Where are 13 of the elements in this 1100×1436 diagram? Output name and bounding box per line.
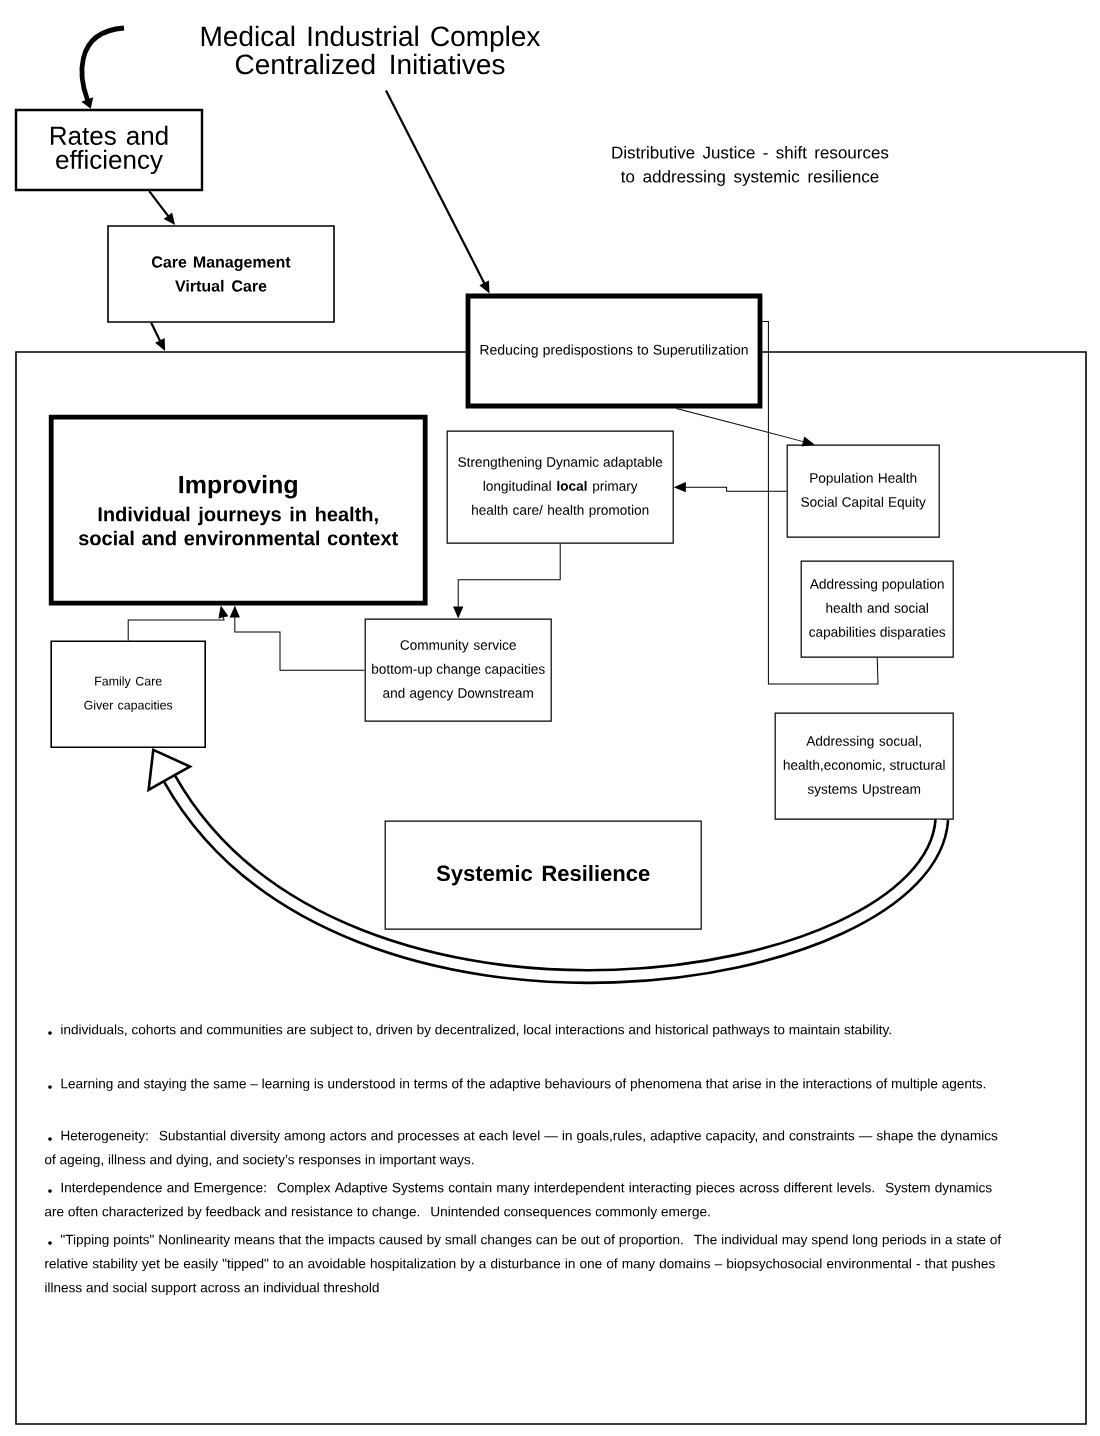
arrow: [229, 606, 366, 671]
arrow: [127, 606, 229, 641]
process-box: Rates and efficiency: [14, 108, 204, 192]
arrow: [675, 407, 814, 447]
process-box: Systemic Resilience: [384, 820, 702, 930]
note-text: Distributive Justice - shift resources to addressing systemic resilience: [612, 146, 889, 186]
connector-line: [761, 321, 879, 685]
process-box: Improving Individual journeys in health, social and environmental context: [48, 414, 428, 606]
arrow: [453, 543, 561, 618]
curved-arrow: [147, 748, 949, 984]
arrow: [674, 482, 788, 493]
heading-text: Medical Industrial Complex Centralized Initiatives: [201, 25, 541, 75]
process-box: Care Management Virtual Care: [107, 225, 335, 323]
